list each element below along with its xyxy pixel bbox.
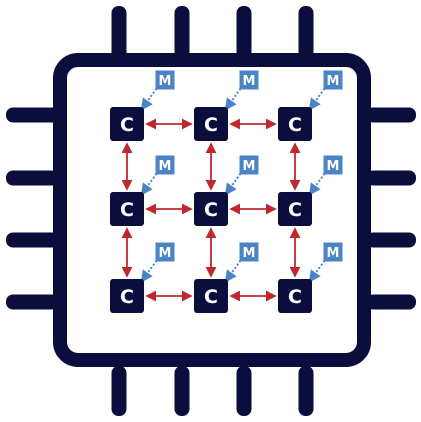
memory-link-arrow-1-1 [224, 172, 242, 196]
memory-node-0-1: M [239, 70, 259, 90]
core-label: C [204, 199, 218, 221]
memory-node-icon [239, 70, 259, 90]
memory-link-arrow-2-0 [140, 259, 158, 283]
core-node-icon [278, 107, 312, 141]
core-label: C [204, 114, 218, 136]
memory-link-arrow-2-1 [224, 259, 242, 283]
memory-label: M [159, 246, 172, 261]
core-node-1-2: C [278, 192, 312, 226]
memory-label: M [327, 74, 340, 89]
core-node-0-0: C [110, 107, 144, 141]
core-label: C [288, 286, 302, 308]
chip-pin-bottom-4 [298, 366, 314, 416]
interconnect-links [121, 118, 301, 302]
core-label: C [204, 286, 218, 308]
memory-label: M [243, 246, 256, 261]
core-node-1-0: C [110, 192, 144, 226]
chip-pin-right-4 [366, 294, 416, 310]
chip-pin-bottom-3 [236, 366, 252, 416]
memory-link-arrow-2-2 [308, 259, 326, 283]
memory-label: M [159, 159, 172, 174]
memory-node-2-2: M [323, 242, 343, 262]
core-label: C [120, 114, 134, 136]
memory-link-arrow-0-0 [140, 87, 158, 111]
chip-pin-left-2 [6, 170, 60, 186]
chip-pin-left-3 [6, 232, 60, 248]
chip-pin-right-1 [366, 107, 416, 123]
core-node-2-1: C [194, 279, 228, 313]
memory-label: M [243, 159, 256, 174]
memory-node-0-2: M [323, 70, 343, 90]
chip-pin-top-3 [236, 6, 252, 60]
memory-node-2-1: M [239, 242, 259, 262]
memory-node-1-2: M [323, 155, 343, 175]
core-label: C [120, 286, 134, 308]
chip-pin-top-1 [111, 6, 127, 60]
core-node-2-2: C [278, 279, 312, 313]
core-node-icon [110, 279, 144, 313]
core-node-1-1: C [194, 192, 228, 226]
memory-links [140, 87, 326, 283]
memory-link-arrow-0-2 [308, 87, 326, 111]
memory-label: M [159, 74, 172, 89]
core-label: C [288, 114, 302, 136]
memory-node-1-1: M [239, 155, 259, 175]
core-node-2-0: C [110, 279, 144, 313]
core-node-0-2: C [278, 107, 312, 141]
core-node-icon [194, 192, 228, 226]
chip-pin-left-4 [6, 294, 60, 310]
core-label: C [120, 199, 134, 221]
memory-node-0-0: M [155, 70, 175, 90]
core-node-icon [278, 279, 312, 313]
core-label: C [288, 199, 302, 221]
memory-label: M [327, 246, 340, 261]
memory-node-2-0: M [155, 242, 175, 262]
memory-label: M [243, 74, 256, 89]
core-grid: C C C C C C C C C [110, 107, 312, 313]
chip-pin-right-3 [366, 232, 416, 248]
memory-node-icon [155, 70, 175, 90]
core-node-icon [278, 192, 312, 226]
memory-link-arrow-1-0 [140, 172, 158, 196]
memory-node-icon [323, 70, 343, 90]
memory-node-icon [239, 155, 259, 175]
core-node-icon [194, 107, 228, 141]
chip-pin-bottom-1 [111, 366, 127, 416]
core-node-icon [110, 107, 144, 141]
chip-pin-left-1 [6, 107, 60, 123]
memory-link-arrow-1-2 [308, 172, 326, 196]
memory-node-icon [323, 155, 343, 175]
memory-link-arrow-0-1 [224, 87, 242, 111]
chip-pin-top-4 [298, 6, 314, 60]
memory-node-icon [323, 242, 343, 262]
memory-label: M [327, 159, 340, 174]
chip-pin-bottom-2 [174, 366, 190, 416]
chip-pin-top-2 [174, 6, 190, 60]
memory-node-icon [155, 242, 175, 262]
memory-grid: M M M M M M M M M [155, 70, 343, 262]
memory-node-icon [239, 242, 259, 262]
chip-pin-right-2 [366, 170, 416, 186]
memory-node-icon [155, 155, 175, 175]
memory-node-1-0: M [155, 155, 175, 175]
core-node-0-1: C [194, 107, 228, 141]
chip-pins [6, 6, 416, 416]
core-node-icon [110, 192, 144, 226]
core-node-icon [194, 279, 228, 313]
